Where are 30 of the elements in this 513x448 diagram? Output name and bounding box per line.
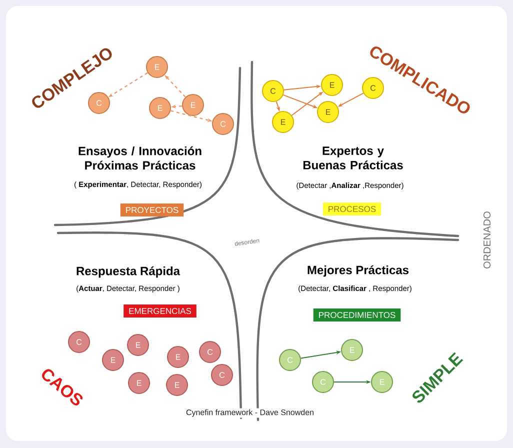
- circle-node: E: [166, 374, 188, 396]
- circle-node: E: [371, 371, 393, 393]
- circle-node: E: [317, 101, 339, 123]
- circle-node: E: [167, 346, 189, 368]
- category-box: EMERGENCIAS: [124, 304, 196, 318]
- circle-node: E: [146, 56, 168, 78]
- circle-node: E: [321, 74, 343, 96]
- circle-node: C: [262, 80, 284, 102]
- circle-node: C: [199, 341, 221, 363]
- heading: Respuesta Rápida: [76, 266, 180, 278]
- arrow: [164, 75, 186, 98]
- circle-node: E: [128, 372, 150, 394]
- circle-node: E: [127, 334, 149, 356]
- circle-node: C: [279, 349, 301, 371]
- heading: Expertos y Buenas Prácticas: [303, 146, 403, 170]
- circle-node: C: [312, 371, 334, 393]
- heading: Ensayos / Innovación Próximas Prácticas: [78, 146, 202, 170]
- circle-node: C: [212, 113, 234, 135]
- circle-node: C: [211, 364, 233, 386]
- circle-node: E: [149, 97, 171, 119]
- circle-node: E: [182, 94, 204, 116]
- category-box: PROCEDIMIENTOS: [313, 308, 401, 322]
- circle-node: E: [272, 111, 294, 133]
- category-box: PROCESOS: [322, 202, 382, 216]
- category-box: PROYECTOS: [120, 204, 184, 217]
- axis-label: ORDENADO: [483, 212, 491, 268]
- heading: Mejores Prácticas: [308, 265, 409, 277]
- circle-node: C: [68, 331, 90, 353]
- circle-node: E: [341, 339, 363, 361]
- circle-node: E: [102, 349, 124, 371]
